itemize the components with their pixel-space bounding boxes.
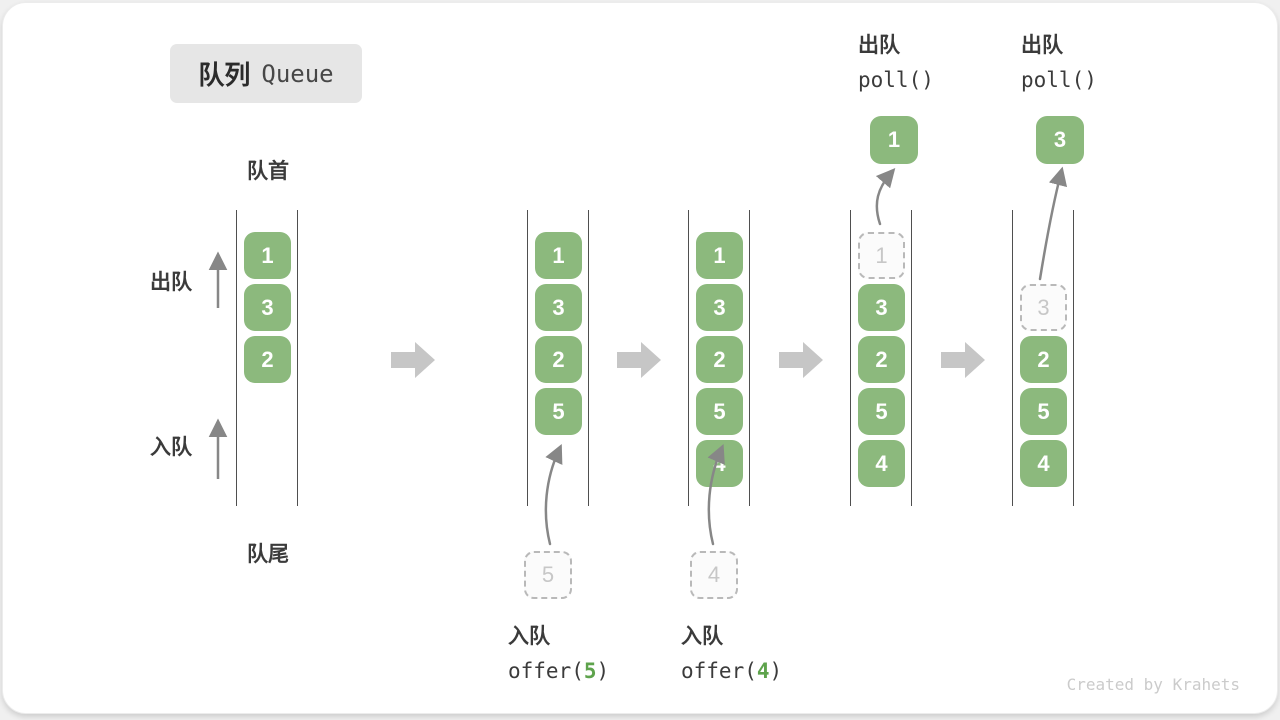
annotation-title: 入队 — [508, 625, 550, 648]
queue-item-removed: 3 — [1020, 284, 1067, 331]
label-queue-front: 队首 — [247, 160, 289, 183]
queue-item: 5 — [1020, 388, 1067, 435]
queue-item: 5 — [535, 388, 582, 435]
queue-stage-3: 1 3 2 5 4 — [688, 210, 750, 506]
queue-item: 1 — [244, 232, 291, 279]
watermark-credit: Created by Krahets — [1066, 675, 1240, 694]
queue-item: 1 — [535, 232, 582, 279]
queue-item: 1 — [696, 232, 743, 279]
pending-enqueue-box: 5 — [524, 551, 572, 599]
queue-item: 5 — [696, 388, 743, 435]
queue-stage-5: 3 2 5 4 — [1012, 210, 1074, 506]
queue-item: 3 — [858, 284, 905, 331]
title-en: Queue — [261, 59, 334, 88]
annotation-code: poll() — [1021, 68, 1097, 92]
code-arg: 5 — [583, 659, 597, 683]
queue-item: 4 — [696, 440, 743, 487]
queue-item: 4 — [1020, 440, 1067, 487]
label-dequeue-direction: 出队 — [150, 271, 192, 294]
queue-item: 4 — [858, 440, 905, 487]
queue-item: 3 — [535, 284, 582, 331]
annotation-code: poll() — [858, 68, 934, 92]
code-post: ) — [769, 659, 783, 683]
annotation-dequeue-1: 出队 poll() — [858, 29, 934, 92]
annotation-enqueue-4: 入队 offer(4) — [681, 620, 782, 683]
queue-item: 2 — [244, 336, 291, 383]
annotation-code: offer(5) — [508, 659, 609, 683]
title-badge: 队列 Queue — [170, 44, 362, 103]
stage-transition-arrow-icon — [617, 342, 661, 378]
label-enqueue-direction: 入队 — [150, 436, 192, 459]
queue-item: 2 — [535, 336, 582, 383]
code-post: ) — [596, 659, 610, 683]
code-arg: 4 — [756, 659, 770, 683]
annotation-enqueue-5: 入队 offer(5) — [508, 620, 609, 683]
popped-item-box: 1 — [870, 116, 918, 164]
pending-enqueue-box: 4 — [690, 551, 738, 599]
annotation-code: offer(4) — [681, 659, 782, 683]
queue-stage-2: 1 3 2 5 — [527, 210, 589, 506]
label-queue-rear: 队尾 — [247, 543, 289, 566]
stage-transition-arrow-icon — [941, 342, 985, 378]
annotation-title: 入队 — [681, 625, 723, 648]
queue-item: 5 — [858, 388, 905, 435]
queue-item: 2 — [696, 336, 743, 383]
queue-stage-1: 1 3 2 — [236, 210, 298, 506]
stage-transition-arrow-icon — [391, 342, 435, 378]
queue-item: 2 — [1020, 336, 1067, 383]
annotation-title: 出队 — [858, 34, 900, 57]
annotation-dequeue-3: 出队 poll() — [1021, 29, 1097, 92]
title-zh: 队列 — [198, 60, 251, 90]
queue-item: 3 — [696, 284, 743, 331]
queue-stage-4: 1 3 2 5 4 — [850, 210, 912, 506]
code-pre: offer( — [508, 659, 584, 683]
popped-item-box: 3 — [1036, 116, 1084, 164]
stage-transition-arrow-icon — [779, 342, 823, 378]
queue-item-removed: 1 — [858, 232, 905, 279]
queue-item: 2 — [858, 336, 905, 383]
code-pre: offer( — [681, 659, 757, 683]
queue-item: 3 — [244, 284, 291, 331]
annotation-title: 出队 — [1021, 34, 1063, 57]
